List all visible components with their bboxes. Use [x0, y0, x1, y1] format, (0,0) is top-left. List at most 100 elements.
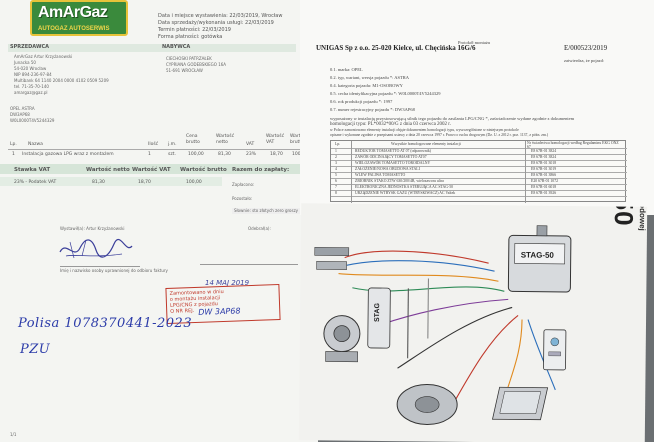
row-qty: 1 — [148, 152, 151, 157]
invoice-meta: Data i miejsce wystawienia: 22/03/2019, … — [158, 13, 282, 41]
vat-net: 81,30 — [92, 180, 105, 185]
row-price: 100,00 — [188, 152, 204, 157]
seller-line: AmArGaz Artur Krzyżanowski — [14, 54, 73, 59]
row-cert: E8 67R-01 3824 — [531, 149, 557, 153]
vehicle-line: DW3AP68 — [10, 112, 30, 117]
total-due-header: Razem do zapłaty: — [232, 167, 290, 173]
row-number: 7 — [335, 185, 337, 189]
vat-summary-band — [0, 164, 300, 174]
row-component: ZAŁOŻENIE/NOWA OBUDOWA STALI — [355, 167, 420, 171]
row-cert: E8 67R-01 6018 — [531, 185, 557, 189]
meta-line: Data sprzedaży/wykonania usługi: 22/03/2… — [158, 20, 274, 26]
col-name: Nazwa — [28, 142, 43, 147]
issuer-signature-image — [59, 238, 133, 259]
buyer-details: CIECHOSKI PATRZAŁEK CYPRIANA GODEBSKIEGO… — [166, 56, 226, 74]
row-component: URZĄDZENIE WTRYSK GAZU (WTRYSKIWACZ) AC … — [355, 191, 456, 195]
amargaz-logo: AmArGaz AUTOGAZ AUTOSERWIS — [30, 0, 128, 36]
handwritten-insurer: PZU — [20, 342, 51, 357]
remaining-label: Pozostało: — [232, 196, 253, 201]
table-row: 8 URZĄDZENIE WTRYSK GAZU (WTRYSKIWACZ) AC… — [331, 191, 627, 197]
stag-manual-sheet: STAG STAG-50 STAG-50 podręcznik do insta… — [298, 203, 648, 442]
table-divider — [8, 149, 308, 150]
row-gross: 100,00 — [292, 152, 308, 157]
row-vat: 23% — [246, 152, 257, 157]
protocol-company: UNIGAS Sp z o.o. 25-020 Kielce, ul. Chęc… — [316, 44, 476, 52]
issuer-label: Wystawił(a): Artur Krzyżanowski — [60, 226, 125, 231]
meta-line: Data i miejsce wystawienia: 22/03/2019, … — [158, 13, 283, 19]
row-component: WIELOZAWÓR TOMASETTO TOROIDALNY — [355, 161, 431, 165]
vehicle-field: 0.1. marka: OPEL — [330, 67, 363, 72]
amount-in-words: Słownie: sto złotych zero groszy — [232, 208, 301, 214]
vehicle-field: 0.6. rok produkcji pojazdu *: 1997 — [330, 99, 393, 104]
row-number: 2 — [335, 155, 337, 159]
vehicle-line: W0L0000T4V5244329 — [10, 118, 55, 123]
manual-subtitle: podręcznik do instalacji samochodowej — [638, 203, 647, 231]
seller-line: tel. 71-35-70-140 — [14, 84, 49, 89]
party-header-band — [8, 44, 296, 52]
vehicle-fields: 0.1. marka: OPEL 0.2. typ, wariant, wers… — [330, 66, 441, 114]
header-component: Wszystkie homologowane elementy instalac… — [391, 142, 461, 146]
row-component: REDUKTOR TOMASETTO AT 07 (odparownik) — [355, 149, 432, 153]
row-number: 8 — [335, 191, 337, 195]
row-cert: E8 67R-01 3018 — [531, 161, 557, 165]
handwritten-policy-number: Polisa 1078370441-2023 — [18, 316, 193, 331]
stamp-date: 14 MAJ 2019 — [205, 279, 250, 287]
buyer-line: CIECHOSKI PATRZAŁEK — [166, 56, 212, 61]
protocol-note: zatwierdza, że pojazd: — [564, 58, 605, 63]
seller-line: NIP 894-236-97-84 — [14, 72, 52, 77]
buyer-line: CYPRIANA GODEBSKIEGO 16A — [166, 62, 227, 67]
vat-gross: 100,00 — [186, 180, 202, 185]
row-cert: E20 67R-01 1072 — [531, 179, 558, 183]
vehicle-field: 0.2. typ, wariant, wersja pojazdu *: AST… — [330, 75, 409, 80]
issuer-sign-line — [60, 266, 140, 267]
row-unit: szt. — [168, 152, 176, 157]
recipient-sign-line — [200, 264, 298, 265]
col-vat-value: Wartość VAT — [266, 134, 285, 145]
meta-line: Forma płatności: gotówka — [158, 34, 223, 40]
row-component: WLEW PALIWA TOMASETTO — [355, 173, 406, 177]
protocol-header-title: Protokół montażu — [458, 40, 491, 45]
vat-value: 18,70 — [138, 180, 151, 185]
col-lp: Lp. — [10, 142, 17, 147]
row-vat-value: 18,70 — [270, 152, 283, 157]
stag-ecu-box: STAG-50 — [507, 225, 572, 293]
page-number: 1/1 — [10, 432, 17, 437]
components-table-header: Lp. Wszystkie homologowane elementy inst… — [331, 141, 627, 149]
manual-title: STAG-50 — [608, 203, 640, 227]
buyer-line: 51-691 WROCŁAW — [166, 68, 203, 73]
vat-gross-header: Wartość brutto — [180, 167, 227, 173]
logo-text: AmArGaz — [38, 4, 108, 21]
table-col-divider — [525, 141, 526, 203]
row-cert: E8 67R-01 3866 — [531, 173, 557, 177]
homologation-line: homologacji typu: PL*0032*00/G z dnia 03… — [330, 122, 451, 127]
row-number: 3 — [335, 161, 337, 165]
row-cert: E8 67R-01 3926 — [531, 191, 557, 195]
switch-panel — [543, 329, 567, 371]
paid-label: Zapłacono: — [232, 182, 255, 187]
ecu-label: STAG-50 — [521, 250, 555, 259]
col-gross: Wartość brutto — [290, 134, 308, 145]
seller-line: 54-020 Wrocław — [14, 66, 47, 71]
col-unit: j.m. — [168, 142, 177, 147]
vehicle-field: 0.5. cecha identyfikacyjna pojazdu *: W0… — [330, 91, 441, 96]
row-lp: 1 — [12, 152, 15, 157]
row-cert: E8 67R-01 3019 — [531, 167, 557, 171]
note-line: w Polsce zamontowano elementy instalacji… — [330, 128, 519, 132]
recipient-note: Imię i nazwisko osoby uprawnionej do odb… — [60, 268, 168, 273]
installation-protocol-sheet: Protokół montażu UNIGAS Sp z o.o. 25-020… — [300, 0, 654, 215]
meta-line: Termin płatności: 22/03/2019 — [158, 27, 231, 33]
seller-line: amargaz@gaz.pl — [14, 90, 48, 95]
vehicle-line: OPEL ASTRA — [10, 106, 35, 111]
header-lp: Lp. — [335, 142, 341, 146]
col-vat: VAT — [246, 142, 255, 147]
col-qty: Ilość — [148, 142, 159, 147]
laptop-diagnostics — [491, 386, 549, 421]
col-net: Wartość netto — [216, 134, 235, 145]
seller-line: Multibank 64 1140 2004 0000 4102 0509 52… — [14, 78, 109, 83]
